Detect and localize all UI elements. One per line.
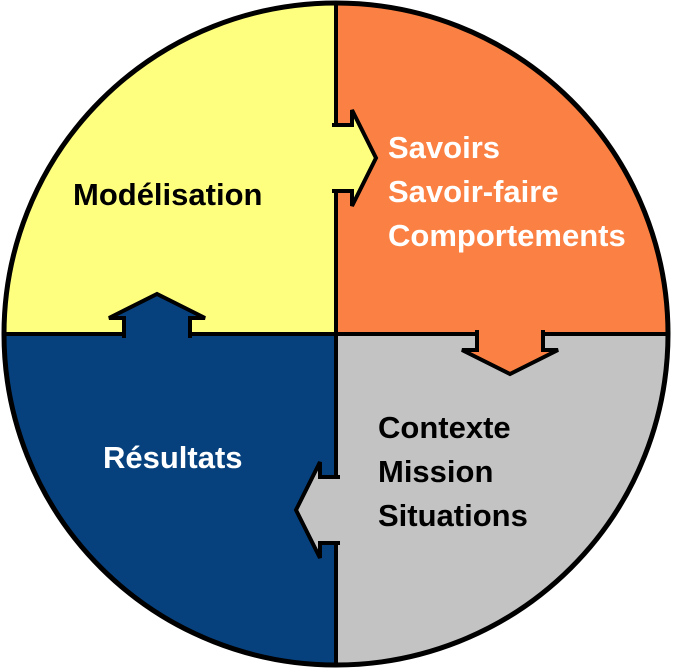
label-line: Situations [378, 498, 528, 533]
label-line: Savoir-faire [388, 174, 559, 209]
quadrant-bottom-left [4, 334, 336, 665]
circle-outline [1, 0, 671, 668]
label-resultats: Résultats [103, 436, 243, 480]
label-modelisation: Modélisation [73, 173, 262, 217]
arrow-up-icon [108, 291, 206, 338]
quadrant-bottom-right [336, 334, 668, 665]
quadrant-top-left [4, 3, 336, 334]
label-line: Résultats [103, 440, 243, 475]
arrow-right-icon [332, 109, 379, 207]
label-line: Mission [378, 454, 494, 489]
arrow-down-icon [461, 330, 559, 377]
label-savoirs: Savoirs Savoir-faire Comportements [388, 126, 626, 258]
label-line: Modélisation [73, 177, 263, 212]
label-line: Contexte [378, 410, 511, 445]
label-line: Comportements [388, 218, 626, 253]
quadrant-top-right [336, 3, 668, 334]
label-contexte: Contexte Mission Situations [378, 406, 528, 538]
label-line: Savoirs [388, 130, 501, 165]
arrow-left-icon [293, 461, 340, 559]
